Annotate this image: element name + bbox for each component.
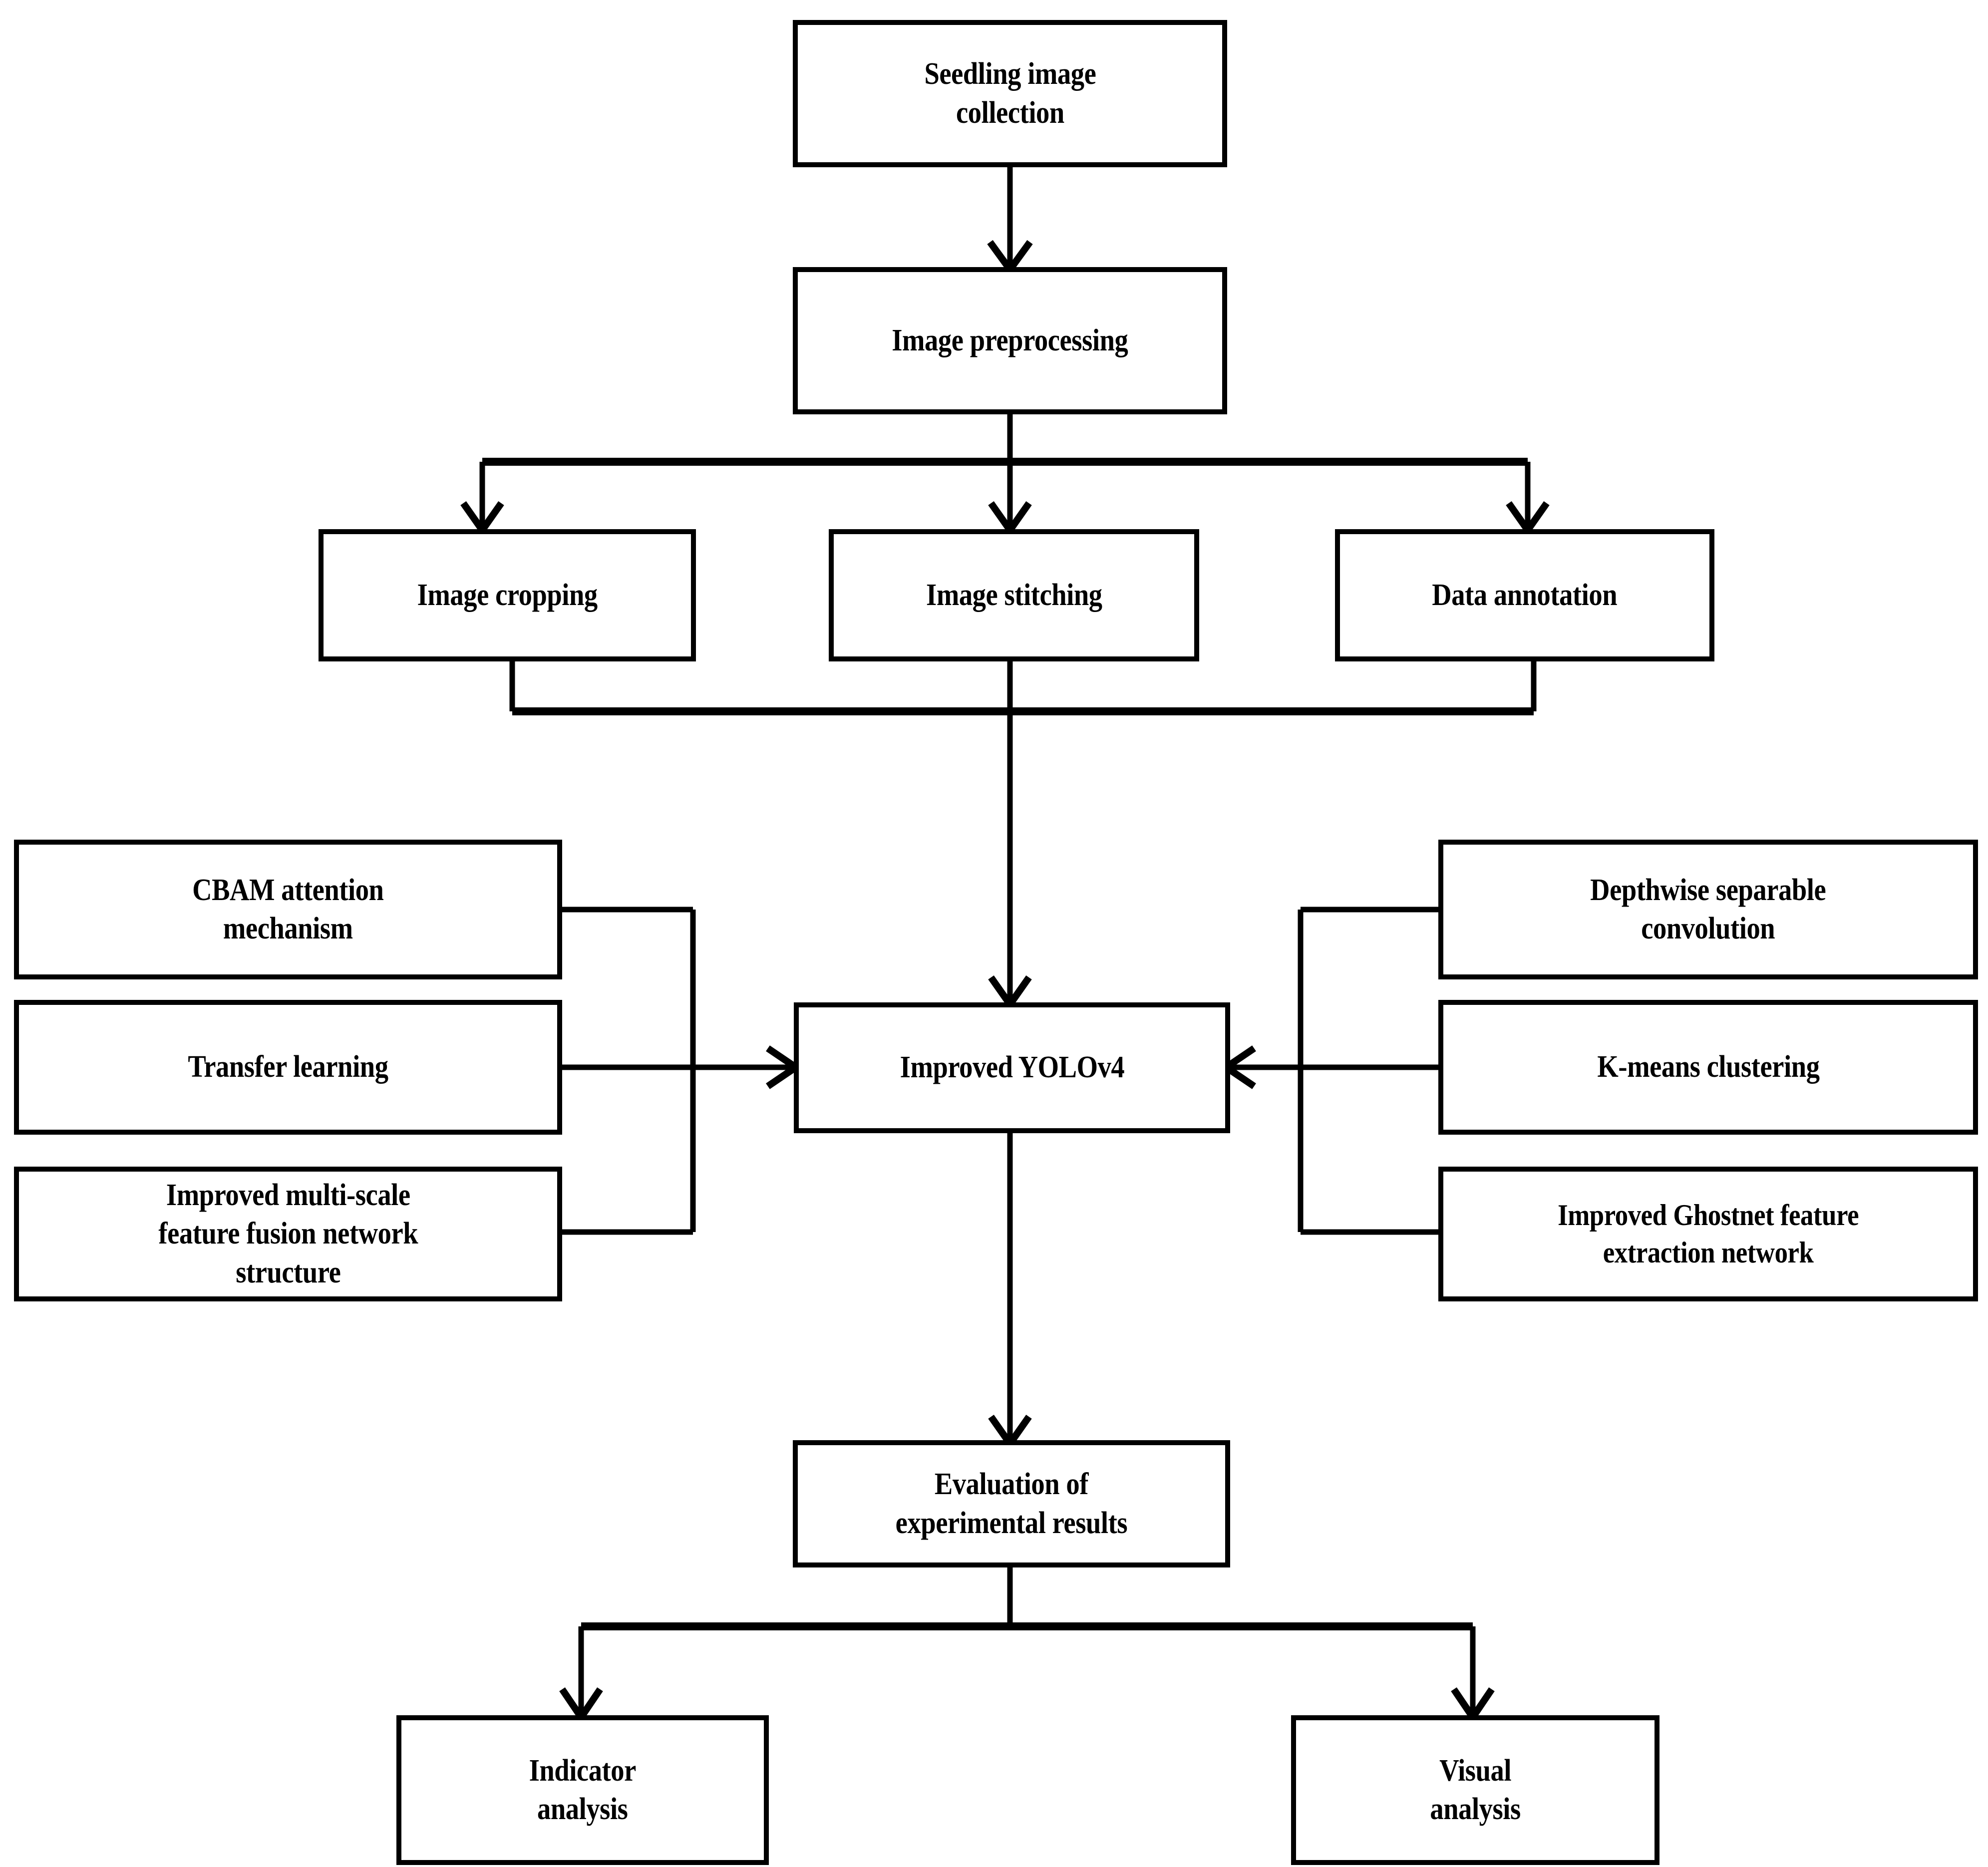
node-image-stitching[interactable]: Image stitching (829, 529, 1199, 661)
arrowhead-preprocessing-top (987, 240, 1033, 276)
node-label-improved-ghostnet-feature-extraction: Improved Ghostnet feature extraction net… (1557, 1199, 1859, 1269)
arrowhead-evaluation-top (988, 1414, 1032, 1450)
node-label-evaluation-of-experimental-results: Evaluation of experimental results (895, 1467, 1128, 1540)
node-improved-yolov4[interactable]: Improved YOLOv4 (794, 1002, 1230, 1133)
node-kmeans-clustering[interactable]: K-means clustering (1438, 1000, 1978, 1135)
node-indicator-analysis[interactable]: Indicator analysis (396, 1715, 769, 1865)
node-evaluation-of-experimental-results[interactable]: Evaluation of experimental results (793, 1440, 1230, 1567)
node-label-image-stitching: Image stitching (926, 578, 1102, 612)
node-visual-analysis[interactable]: Visual analysis (1291, 1715, 1659, 1865)
arrowhead-image-stitching (988, 501, 1032, 537)
node-label-depthwise-separable-convolution: Depthwise separable convolution (1590, 873, 1826, 946)
arrowhead-yolov4-top (988, 975, 1032, 1011)
node-improved-ghostnet-feature-extraction[interactable]: Improved Ghostnet feature extraction net… (1438, 1167, 1978, 1301)
arrowhead-yolov4-right (1220, 1045, 1256, 1089)
node-label-seedling-image-collection: Seedling image collection (924, 57, 1096, 130)
node-transfer-learning[interactable]: Transfer learning (14, 1000, 562, 1135)
node-label-data-annotation: Data annotation (1432, 578, 1618, 612)
node-cbam-attention-mechanism[interactable]: CBAM attention mechanism (14, 840, 562, 979)
node-label-cbam-attention-mechanism: CBAM attention mechanism (192, 873, 384, 946)
node-label-improved-multi-scale-feature-fusion: Improved multi-scale feature fusion netw… (158, 1178, 418, 1289)
arrowhead-data-annotation (1506, 501, 1550, 537)
node-label-kmeans-clustering: K-means clustering (1597, 1050, 1820, 1084)
node-label-image-preprocessing: Image preprocessing (892, 323, 1128, 357)
node-label-transfer-learning: Transfer learning (188, 1050, 388, 1084)
arrowhead-yolov4-left (766, 1045, 802, 1089)
arrowhead-visual-analysis (1451, 1687, 1495, 1724)
node-depthwise-separable-convolution[interactable]: Depthwise separable convolution (1438, 840, 1978, 979)
node-label-improved-yolov4: Improved YOLOv4 (900, 1050, 1124, 1085)
node-data-annotation[interactable]: Data annotation (1335, 529, 1714, 661)
node-improved-multi-scale-feature-fusion[interactable]: Improved multi-scale feature fusion netw… (14, 1167, 562, 1301)
node-label-image-cropping: Image cropping (417, 578, 598, 612)
node-label-indicator-analysis: Indicator analysis (529, 1753, 637, 1827)
node-image-preprocessing[interactable]: Image preprocessing (793, 267, 1227, 414)
node-image-cropping[interactable]: Image cropping (319, 529, 696, 661)
node-seedling-image-collection[interactable]: Seedling image collection (793, 20, 1227, 167)
arrowhead-image-cropping (460, 501, 504, 537)
node-label-visual-analysis: Visual analysis (1430, 1753, 1521, 1827)
arrowhead-indicator-analysis (559, 1687, 603, 1724)
